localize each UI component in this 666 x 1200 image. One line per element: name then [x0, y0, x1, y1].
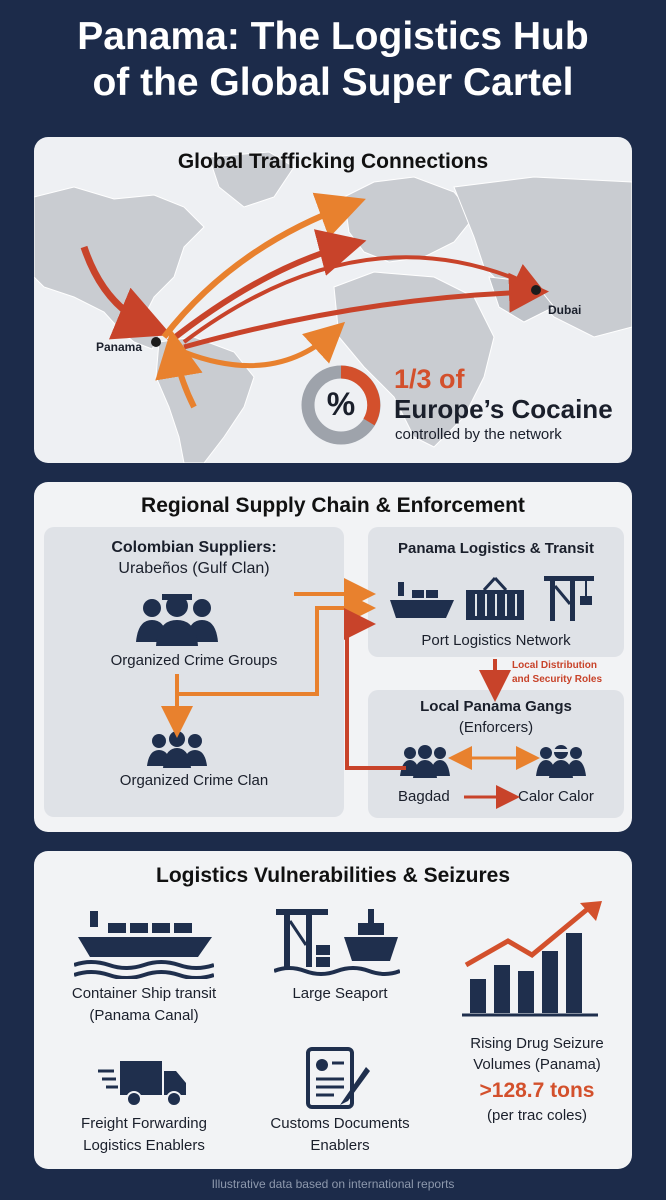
transit-label: Port Logistics Network	[421, 632, 571, 649]
stat-subject: Europe’s Cocaine	[394, 394, 613, 424]
title-line-2: of the Global Super Cartel	[92, 61, 574, 104]
crane-icon	[542, 572, 596, 622]
item1-line1: Container Ship transit	[71, 985, 217, 1002]
percent-symbol: %	[326, 386, 356, 422]
route-arrow-europe	[167, 229, 367, 345]
transit-title: Panama Logistics & Transit	[398, 540, 594, 557]
item4-line1: Customs Documents	[270, 1115, 410, 1132]
people-icon	[147, 728, 207, 768]
route-arrow-europe-north	[161, 192, 366, 339]
page-title: Panama: The Logistics Hub of the Global …	[0, 14, 666, 106]
section-2-title: Regional Supply Chain & Enforcement	[141, 494, 525, 517]
trend-line2: Volumes (Panama)	[473, 1056, 601, 1073]
cargo-ship-icon	[390, 578, 454, 622]
world-map	[34, 151, 632, 463]
north-america-landmass	[34, 186, 205, 350]
section-1-title: Global Trafficking Connections	[177, 150, 489, 173]
gangs-subtitle: (Enforcers)	[458, 719, 534, 736]
truck-icon	[98, 1057, 186, 1109]
item4-line2: Enablers	[310, 1137, 370, 1154]
supply-chain-panel: Regional Supply Chain & Enforcement Colo…	[34, 482, 632, 832]
label-dubai: Dubai	[548, 303, 582, 317]
asia-landmass	[453, 176, 632, 338]
vulnerabilities-panel: Logistics Vulnerabilities & Seizures Con…	[34, 851, 632, 1169]
seaport-icon	[273, 905, 401, 981]
item1-line2: (Panama Canal)	[89, 1007, 199, 1024]
distribution-note-2: and Security Roles	[512, 674, 603, 685]
panama-marker	[151, 337, 161, 347]
route-arrow-africa	[183, 321, 346, 369]
gang-calor-calor-icon	[536, 742, 586, 778]
gang2-label: Calor Calor	[518, 788, 594, 805]
growth-chart-icon	[462, 899, 610, 1019]
south-america-landmass	[155, 336, 255, 463]
africa-landmass	[333, 271, 495, 448]
trend-value: >128.7 tons	[479, 1079, 595, 1102]
people-icon	[134, 590, 220, 646]
route-arrow-south-america	[155, 329, 203, 409]
group1-label: Organized Crime Groups	[110, 652, 278, 669]
route-arrow-dubai-upper	[182, 255, 545, 344]
cargo-ship-icon	[73, 907, 215, 980]
stat-caption: controlled by the network	[395, 426, 562, 443]
suppliers-subtitle: Urabeños (Gulf Clan)	[118, 560, 270, 577]
group2-label: Organized Crime Clan	[119, 772, 269, 789]
route-arrow-north-america	[80, 245, 172, 340]
item2-label: Large Seaport	[292, 985, 388, 1002]
gang-bagdad-icon	[400, 742, 450, 778]
dubai-marker	[531, 285, 541, 295]
suppliers-title: Colombian Suppliers:	[111, 539, 277, 556]
title-line-1: Panama: The Logistics Hub	[77, 15, 589, 58]
europe-landmass	[343, 176, 475, 263]
distribution-note-1: Local Distribution	[512, 660, 597, 671]
item3-line1: Freight Forwarding	[81, 1115, 207, 1132]
trafficking-map-panel: Global Trafficking Connections Panama Du…	[34, 137, 632, 463]
stat-value: 1/3 of	[394, 364, 465, 394]
gangs-title: Local Panama Gangs	[420, 698, 572, 715]
percent-icon: %	[300, 364, 382, 446]
item3-line2: Logistics Enablers	[83, 1137, 205, 1154]
trend-line1: Rising Drug Seizure	[470, 1035, 604, 1052]
route-arrow-dubai-lower	[183, 272, 549, 350]
trend-unit: (per trac coles)	[486, 1107, 588, 1124]
document-icon	[304, 1047, 370, 1113]
container-icon	[464, 576, 526, 622]
label-panama: Panama	[96, 340, 143, 354]
gang1-label: Bagdad	[398, 788, 450, 805]
greenland-landmass	[208, 151, 295, 208]
footer-note: Illustrative data based on international…	[211, 1177, 455, 1191]
section-3-title: Logistics Vulnerabilities & Seizures	[156, 864, 510, 887]
